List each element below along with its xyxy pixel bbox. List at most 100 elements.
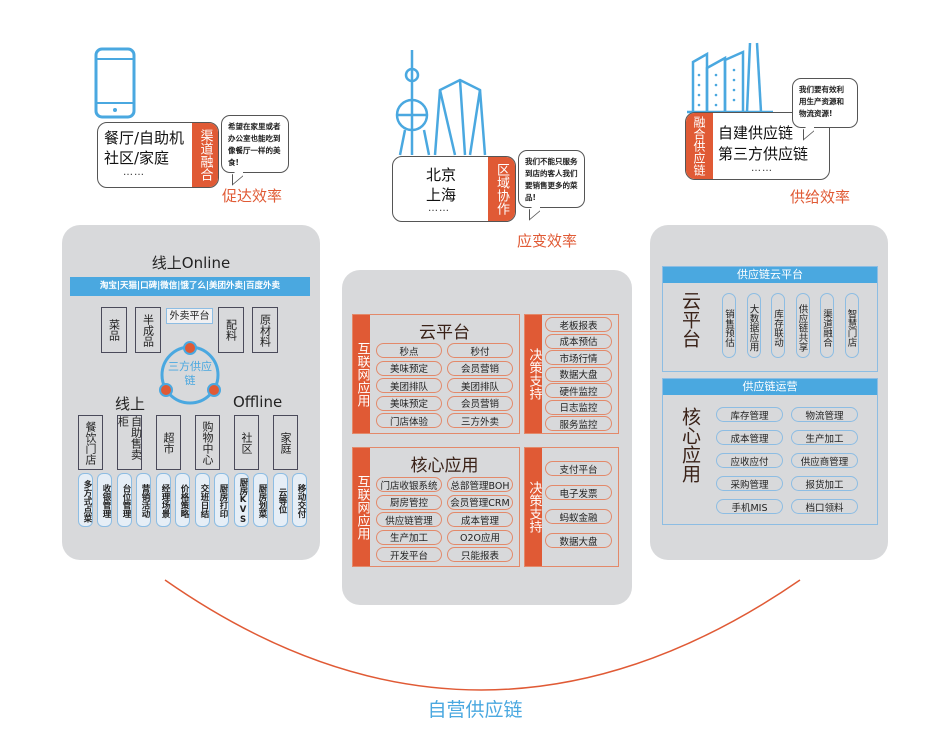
decision-support-box: 决策支持 支付平台电子发票蚂蚁金融数据大盘 — [524, 447, 619, 567]
app-pill: 开发平台 — [376, 547, 442, 562]
ops-pill: 供应商管理 — [791, 453, 858, 468]
speech-bubble: 我们要有效利用生产资源和物流资源! — [792, 78, 858, 128]
ops-pill: 报货加工 — [791, 476, 858, 491]
app-pill: 总部管理BOH — [447, 477, 513, 492]
card-line: 第三方供应链 — [718, 145, 809, 163]
offline-label: Offline — [233, 393, 283, 411]
tower-icon — [395, 50, 487, 156]
internet-app-panel — [342, 270, 632, 605]
app-pill: O2O应用 — [447, 529, 513, 545]
cloud-feature-pill: 智慧门店 — [844, 293, 859, 358]
card-line: 餐厅/自助机 — [104, 129, 185, 147]
supply-cloud-box: 供应链云平台 云平台 销售预估大数据应用库存联动供应链共享渠道融合智慧门店 — [662, 266, 878, 372]
ops-pill: 档口领料 — [791, 499, 858, 514]
side-label: 决策支持 — [525, 315, 542, 433]
card-line: 上海 — [426, 186, 457, 204]
cloud-feature-pill: 供应链共享 — [795, 293, 810, 358]
product-box: 菜品 — [101, 307, 127, 353]
decision-pill: 电子发票 — [545, 485, 612, 500]
card-line: 自建供应链 — [718, 124, 794, 142]
efficiency-label: 供给效率 — [790, 188, 851, 206]
app-pill: 秒点 — [376, 343, 442, 358]
feature-pill: 厨房划菜 — [253, 473, 268, 527]
app-pill: 三方外卖 — [447, 413, 513, 428]
app-pill: 厨房管控 — [376, 494, 442, 510]
product-box: 配料 — [218, 307, 244, 353]
side-label: 互联网应用 — [353, 315, 370, 433]
feature-pill: 营销活动 — [136, 473, 151, 527]
scene-box: 自助售卖柜 — [117, 415, 143, 470]
feature-pill: 台位管理 — [117, 473, 132, 527]
cloud-feature-pill: 库存联动 — [771, 293, 785, 358]
card-tag: 渠道融合 — [192, 123, 218, 187]
decision-pill: 硬件监控 — [545, 383, 612, 398]
ops-pill: 库存管理 — [716, 407, 783, 422]
ops-pill: 采购管理 — [716, 476, 783, 491]
cloud-platform-box: 互联网应用 云平台 秒点秒付美味预定会员营销美团排队美团排队美味预定会员营销门店… — [352, 314, 520, 434]
app-pill: 会员营销 — [447, 360, 513, 376]
decision-pill: 老板报表 — [545, 317, 612, 332]
cloud-feature-pill: 渠道融合 — [820, 293, 834, 358]
feature-pill: 移动交付 — [292, 473, 307, 527]
scene-box: 餐饮门店 — [78, 415, 103, 470]
scene-box: 购物中心 — [195, 415, 220, 470]
feature-pill: 交班日结 — [195, 473, 210, 527]
region-card: 北京 上海 …… 区域协作 — [392, 156, 516, 222]
efficiency-label: 应变效率 — [517, 232, 578, 250]
cloud-feature-pill: 大数据应用 — [746, 293, 761, 358]
online-title: 线上Online — [151, 254, 231, 272]
self-supply-label: 自营供应链 — [427, 699, 523, 721]
app-pill: 美团排队 — [447, 378, 513, 393]
scene-box: 社区 — [234, 415, 259, 470]
supply-ops-box: 供应链运营 核心应用 库存管理物流管理成本管理生产加工应收应付供应商管理采购管理… — [662, 378, 878, 525]
channel-card: 餐厅/自助机 社区/家庭 …… 渠道融合 — [97, 122, 219, 188]
box-title: 云平台 — [679, 291, 701, 348]
cloud-feature-pill: 销售预估 — [722, 293, 736, 358]
box-header: 供应链云平台 — [663, 267, 877, 283]
ops-pill: 应收应付 — [716, 453, 783, 468]
third-party-supply-label: 三方供应链 — [168, 360, 212, 387]
decision-support-box: 决策支持 老板报表成本预估市场行情数据大盘硬件监控日志监控服务监控 — [524, 314, 619, 434]
ops-pill: 物流管理 — [791, 407, 858, 422]
feature-pill: 经理场景 — [156, 473, 171, 527]
supply-cycle-icon — [159, 341, 221, 405]
card-tag: 融合供应链 — [686, 113, 713, 179]
app-pill: 生产加工 — [376, 529, 442, 545]
online-label: 线上 — [115, 395, 146, 413]
app-pill: 秒付 — [447, 343, 513, 358]
scene-box: 家庭 — [273, 415, 298, 470]
ops-pill: 成本管理 — [716, 430, 783, 445]
app-pill: 美团排队 — [376, 378, 442, 393]
app-pill: 门店体验 — [376, 413, 442, 428]
card-dots: …… — [428, 203, 450, 214]
ops-pill: 手机MIS — [716, 499, 783, 514]
decision-pill: 数据大盘 — [545, 533, 612, 548]
card-dots: …… — [123, 167, 145, 178]
side-label: 互联网应用 — [353, 448, 370, 566]
side-label: 决策支持 — [525, 448, 542, 566]
app-pill: 美味预定 — [376, 395, 442, 411]
app-pill: 只能报表 — [447, 547, 513, 562]
decision-pill: 数据大盘 — [545, 366, 612, 382]
decision-pill: 服务监控 — [545, 416, 612, 431]
decision-pill: 成本预估 — [545, 333, 612, 349]
feature-pill: 厨房打印 — [214, 473, 229, 527]
feature-pill: 多方式点菜 — [78, 473, 93, 527]
efficiency-label: 促达效率 — [222, 187, 283, 205]
card-tag: 区域协作 — [488, 157, 515, 221]
card-line: 北京 — [426, 166, 457, 184]
card-line: 社区/家庭 — [104, 149, 170, 167]
takeout-platform: 外卖平台 — [166, 308, 213, 324]
decision-pill: 市场行情 — [545, 350, 612, 365]
channel-bar: 淘宝|天猫|口碑|微信|饿了么|美团外卖|百度外卖 — [70, 277, 310, 296]
box-header: 供应链运营 — [663, 379, 877, 395]
speech-bubble: 希望在家里或者办公室也能吃到像餐厅一样的美食! — [221, 115, 289, 173]
product-box: 原材料 — [252, 307, 278, 353]
box-title: 核心应用 — [410, 456, 479, 476]
feature-pill: 价格策略 — [175, 473, 190, 527]
card-dots: …… — [751, 163, 773, 174]
app-pill: 供应链管理 — [376, 512, 442, 527]
decision-pill: 日志监控 — [545, 399, 612, 415]
